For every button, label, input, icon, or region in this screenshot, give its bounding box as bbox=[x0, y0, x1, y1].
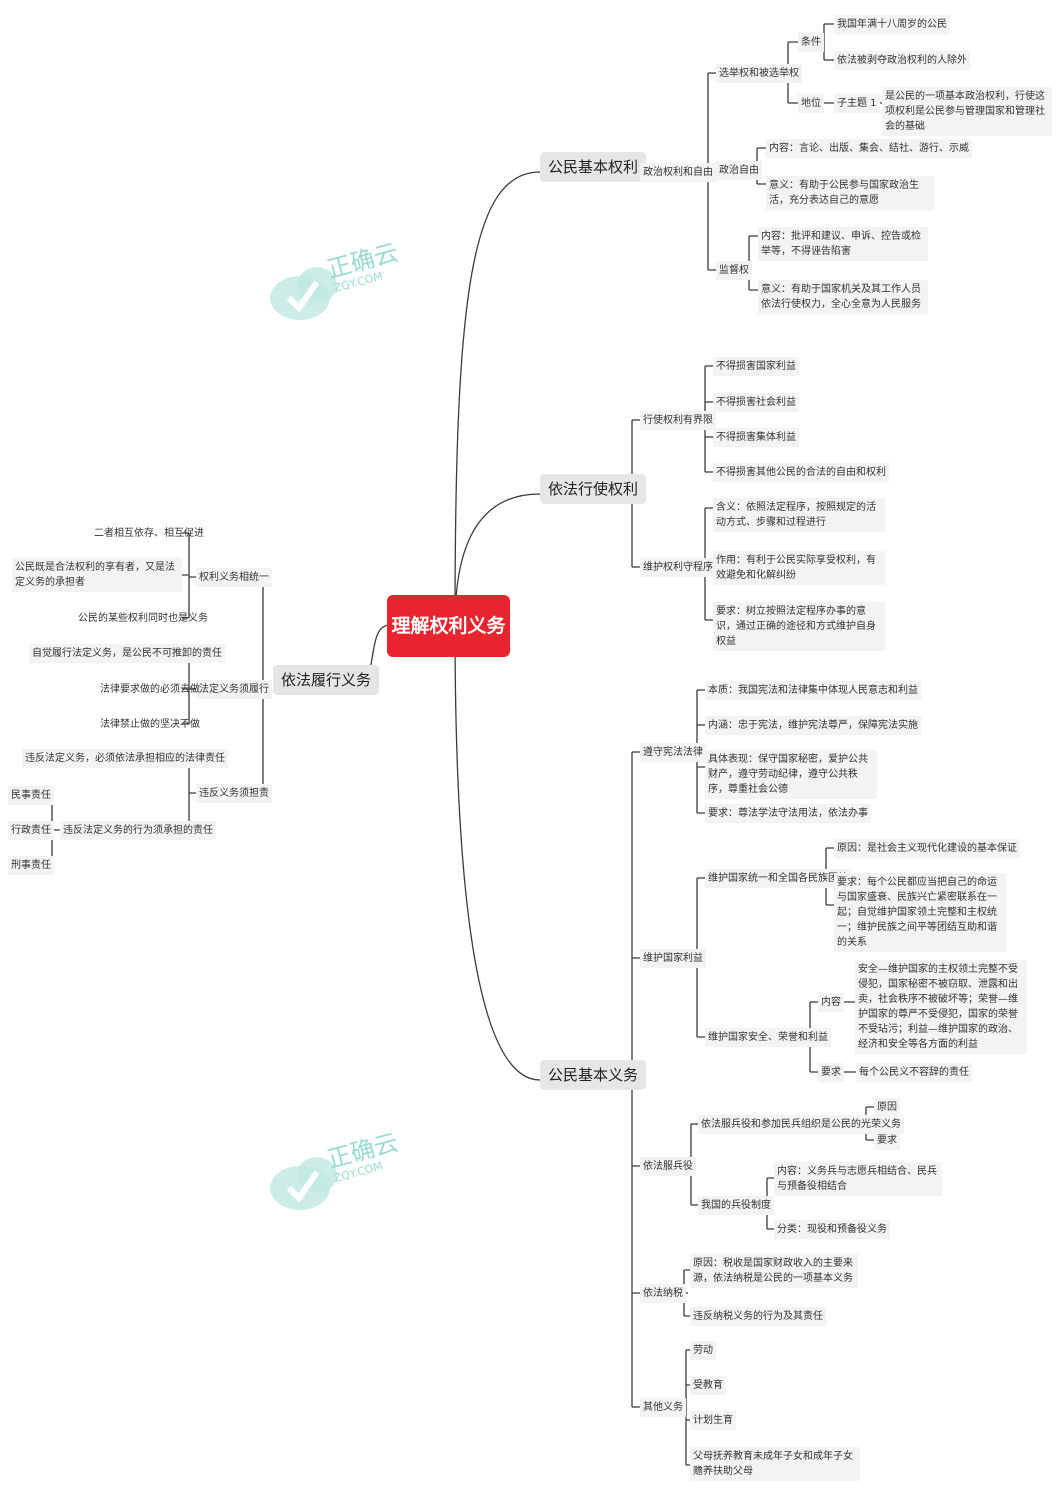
node-limit-4[interactable]: 不得损害其他公民的合法的自由和权利 bbox=[713, 463, 889, 482]
node-limit-1[interactable]: 不得损害国家利益 bbox=[713, 357, 799, 376]
node-security[interactable]: 维护国家安全、荣誉和利益 bbox=[705, 1028, 831, 1047]
node-fulfil-item-3[interactable]: 法律禁止做的坚决不做 bbox=[100, 719, 200, 730]
node-admin-liability[interactable]: 行政责任 bbox=[8, 821, 54, 840]
node-duty-liability[interactable]: 违反义务须担责 bbox=[196, 784, 272, 803]
node-status[interactable]: 地位 bbox=[798, 94, 824, 113]
branch-fulfil-duties[interactable]: 依法履行义务 bbox=[273, 665, 380, 695]
node-procedure-effect[interactable]: 作用：有利于公民实际享受权利，有效避免和化解纠纷 bbox=[713, 551, 885, 585]
node-unity[interactable]: 维护国家统一和全国各民族团结 bbox=[705, 869, 851, 888]
node-procedure-requirement[interactable]: 要求：树立按照法定程序办事的意识，通过正确的途径和方式维护自身权益 bbox=[713, 602, 885, 651]
node-unity-requirement[interactable]: 要求：每个公民都应当把自己的命运与国家盛衰、民族兴亡紧密联系在一起；自觉维护国家… bbox=[834, 873, 1006, 952]
node-security-requirement[interactable]: 每个公民义不容辞的责任 bbox=[856, 1063, 972, 1082]
node-limit-2[interactable]: 不得损害社会利益 bbox=[713, 393, 799, 412]
node-tax[interactable]: 依法纳税 bbox=[640, 1284, 686, 1303]
node-military-system[interactable]: 我国的兵役制度 bbox=[698, 1196, 774, 1215]
node-security-requirement-label[interactable]: 要求 bbox=[818, 1063, 844, 1082]
node-military-requirement[interactable]: 要求 bbox=[874, 1131, 900, 1150]
node-supervision-right[interactable]: 监督权 bbox=[716, 261, 752, 280]
node-supervision-content[interactable]: 内容：批评和建议、申诉、控告或检举等，不得诬告陷害 bbox=[758, 227, 928, 261]
node-obey-manifestation[interactable]: 具体表现：保守国家秘密，爱护公共财产，遵守劳动纪律，遵守公共秩序，尊重社会公德 bbox=[705, 750, 877, 799]
node-obey-essence[interactable]: 本质：我国宪法和法律集中体现人民意志和利益 bbox=[705, 681, 921, 700]
node-procedure-meaning[interactable]: 含义：依照法定程序，按照规定的活动方式、步骤和过程进行 bbox=[713, 498, 885, 532]
node-military-reason[interactable]: 原因 bbox=[874, 1098, 900, 1117]
node-unity-item-3[interactable]: 公民的某些权利同时也是义务 bbox=[78, 613, 208, 624]
node-military-service[interactable]: 依法服兵役 bbox=[640, 1157, 696, 1176]
node-fulfil-item-2[interactable]: 法律要求做的必须去做 bbox=[100, 684, 200, 695]
node-freedom-meaning[interactable]: 意义：有助于公民参与国家政治生活，充分表达自己的意愿 bbox=[766, 176, 934, 210]
node-political-freedom[interactable]: 政治自由 bbox=[716, 161, 762, 180]
node-obey-law[interactable]: 遵守宪法法律 bbox=[640, 743, 706, 762]
node-political-rights[interactable]: 政治权利和自由 bbox=[640, 163, 716, 182]
node-other-duties[interactable]: 其他义务 bbox=[640, 1398, 686, 1417]
node-rights-duties-unity[interactable]: 权利义务相统一 bbox=[196, 568, 272, 587]
node-procedure[interactable]: 维护权利守程序 bbox=[640, 558, 716, 577]
node-tax-violation[interactable]: 违反纳税义务的行为及其责任 bbox=[690, 1307, 826, 1326]
node-duty-fulfil[interactable]: 法定义务须履行 bbox=[196, 680, 272, 699]
node-condition-age[interactable]: 我国年满十八周岁的公民 bbox=[834, 15, 950, 34]
node-security-content[interactable]: 安全—维护国家的主权领土完整不受侵犯，国家秘密不被窃取、泄露和出卖，社会秩序不被… bbox=[855, 960, 1027, 1054]
node-military-content[interactable]: 内容：义务兵与志愿兵相结合、民兵与预备役相结合 bbox=[774, 1162, 942, 1196]
node-liability-item-2[interactable]: 违反法定义务的行为须承担的责任 bbox=[60, 821, 216, 840]
node-civil-liability[interactable]: 民事责任 bbox=[8, 786, 54, 805]
node-duty-labour[interactable]: 劳动 bbox=[690, 1341, 716, 1360]
root-topic[interactable]: 理解权利义务 bbox=[387, 595, 510, 657]
branch-basic-rights[interactable]: 公民基本权利 bbox=[540, 152, 647, 182]
node-unity-reason[interactable]: 原因：是社会主义现代化建设的基本保证 bbox=[834, 839, 1020, 858]
node-obey-connotation[interactable]: 内涵：忠于宪法，维护宪法尊严，保障宪法实施 bbox=[705, 716, 921, 735]
branch-basic-duties[interactable]: 公民基本义务 bbox=[540, 1060, 647, 1090]
node-security-content-label[interactable]: 内容 bbox=[818, 993, 844, 1012]
node-liability-item-1[interactable]: 违反法定义务，必须依法承担相应的法律责任 bbox=[22, 749, 228, 768]
watermark-logo: 正确云 ZQY.COM bbox=[265, 1130, 415, 1220]
watermark-logo: 正确云 ZQY.COM bbox=[265, 240, 415, 330]
node-unity-item-1[interactable]: 二者相互依存、相互促进 bbox=[94, 528, 204, 539]
node-limit-3[interactable]: 不得损害集体利益 bbox=[713, 428, 799, 447]
node-obey-requirement[interactable]: 要求：尊法学法守法用法，依法办事 bbox=[705, 804, 871, 823]
node-duty-education[interactable]: 受教育 bbox=[690, 1376, 726, 1395]
node-unity-item-2[interactable]: 公民既是合法权利的享有者，又是法定义务的承担者 bbox=[12, 558, 182, 592]
node-supervision-meaning[interactable]: 意义：有助于国家机关及其工作人员依法行使权力，全心全意为人民服务 bbox=[758, 280, 928, 314]
node-subtopic-1[interactable]: 子主题 1 bbox=[834, 94, 880, 113]
node-fulfil-item-1[interactable]: 自觉履行法定义务，是公民不可推卸的责任 bbox=[29, 644, 225, 663]
node-status-text[interactable]: 是公民的一项基本政治权利，行使这项权利是公民参与管理国家和管理社会的基础 bbox=[882, 87, 1052, 136]
node-duty-family[interactable]: 父母抚养教育未成年子女和成年子女赡养扶助父母 bbox=[690, 1447, 860, 1481]
node-criminal-liability[interactable]: 刑事责任 bbox=[8, 856, 54, 875]
node-election-rights[interactable]: 选举权和被选举权 bbox=[716, 64, 802, 83]
node-national-interest[interactable]: 维护国家利益 bbox=[640, 949, 706, 968]
node-condition-exclusion[interactable]: 依法被剥夺政治权利的人除外 bbox=[834, 51, 970, 70]
node-freedom-content[interactable]: 内容：言论、出版、集会、结社、游行、示威 bbox=[766, 139, 972, 158]
node-conditions[interactable]: 条件 bbox=[798, 33, 824, 52]
branch-exercise-rights[interactable]: 依法行使权利 bbox=[540, 474, 647, 504]
node-military-honour[interactable]: 依法服兵役和参加民兵组织是公民的光荣义务 bbox=[698, 1115, 904, 1134]
node-duty-family-planning[interactable]: 计划生育 bbox=[690, 1411, 736, 1430]
node-military-category[interactable]: 分类：现役和预备役义务 bbox=[774, 1220, 890, 1239]
node-rights-limits[interactable]: 行使权利有界限 bbox=[640, 411, 716, 430]
node-tax-reason[interactable]: 原因：税收是国家财政收入的主要来源，依法纳税是公民的一项基本义务 bbox=[690, 1254, 858, 1288]
